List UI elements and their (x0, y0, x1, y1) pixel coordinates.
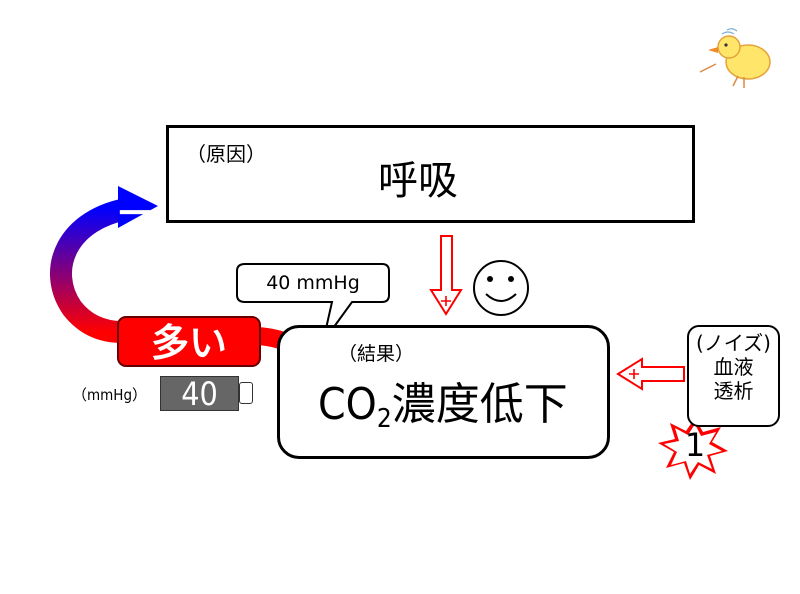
smiley-face-icon (473, 260, 529, 316)
noise-box: (ノイズ) 血液 透析 (687, 325, 780, 427)
result-note: （結果） (338, 343, 415, 365)
callout-text: 40 mmHg (266, 272, 360, 294)
noise-item-dialysis: 透析 (713, 379, 754, 403)
chick-drawing-icon (699, 28, 771, 88)
result-title-prefix: CO (318, 379, 377, 430)
feedback-label-box: 多い (117, 316, 261, 367)
cause-title: 呼吸 (378, 158, 458, 204)
noise-arrow (616, 357, 685, 391)
cause-to-result-arrow (429, 235, 463, 316)
burst-number: 1 (684, 426, 706, 464)
callout (236, 263, 390, 343)
cause-note: （原因） (186, 142, 266, 166)
meter-value: 40 (160, 376, 239, 412)
result-box (277, 325, 610, 459)
cause-box (166, 125, 695, 223)
result-title: CO2濃度低下 (318, 368, 568, 434)
result-title-subscript: 2 (376, 404, 392, 434)
minus-sign: － (115, 191, 155, 237)
meter-cap (239, 382, 253, 404)
noise-label: (ノイズ) (695, 331, 771, 355)
noise-item-blood: 血液 (713, 355, 754, 379)
result-title-suffix: 濃度低下 (391, 379, 568, 430)
meter-unit: （mmHg） (72, 386, 148, 404)
feedback-arrow (50, 186, 158, 343)
